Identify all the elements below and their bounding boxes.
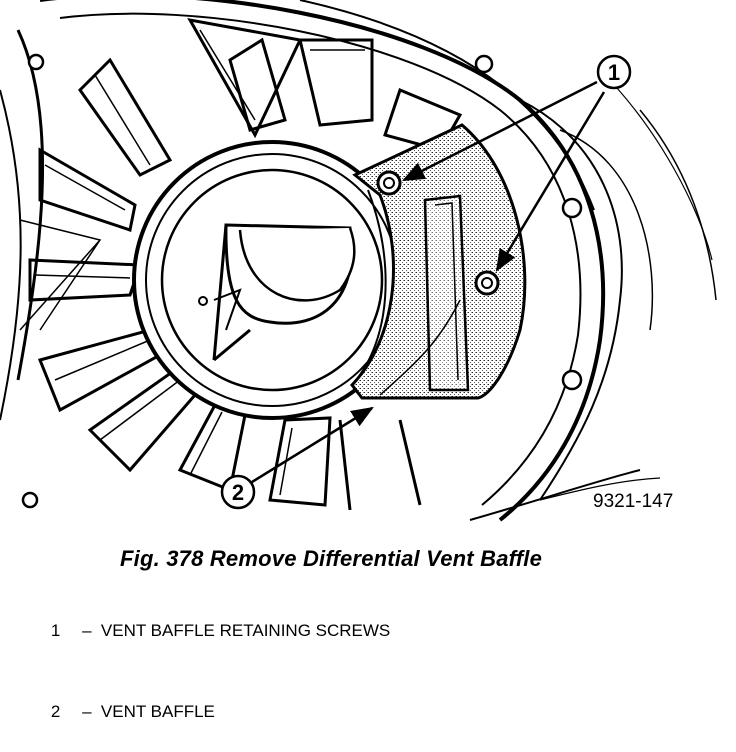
retaining-screw-lower <box>474 270 500 296</box>
callout-2-number: 2 <box>232 480 244 505</box>
legend-number: 1 <box>50 621 61 640</box>
figure-part-number: 9321-147 <box>593 491 673 512</box>
flange-bolt-holes <box>21 53 583 509</box>
callout-legend: 1–VENT BAFFLE RETAINING SCREWS 2–VENT BA… <box>32 590 390 752</box>
legend-label: VENT BAFFLE <box>100 702 215 721</box>
legend-label: VENT BAFFLE RETAINING SCREWS <box>100 621 391 640</box>
legend-item-1: 1 –VENT BAFFLE RETAINING SCREWS <box>32 590 390 671</box>
callout-2: 2 <box>220 406 374 510</box>
callout-1-number: 1 <box>608 60 620 85</box>
retaining-screw-upper <box>376 170 402 196</box>
differential-bracket <box>198 223 356 362</box>
legend-number: 2 <box>50 702 61 721</box>
legend-dash: – <box>82 621 92 640</box>
legend-item-2: 2 –VENT BAFFLE <box>32 671 390 752</box>
legend-dash: – <box>82 702 92 721</box>
figure-caption: Fig. 378 Remove Differential Vent Baffle <box>120 546 543 571</box>
vent-baffle-illustration: 1 2 9321-147 <box>0 0 717 522</box>
callout-1: 1 <box>401 54 632 272</box>
